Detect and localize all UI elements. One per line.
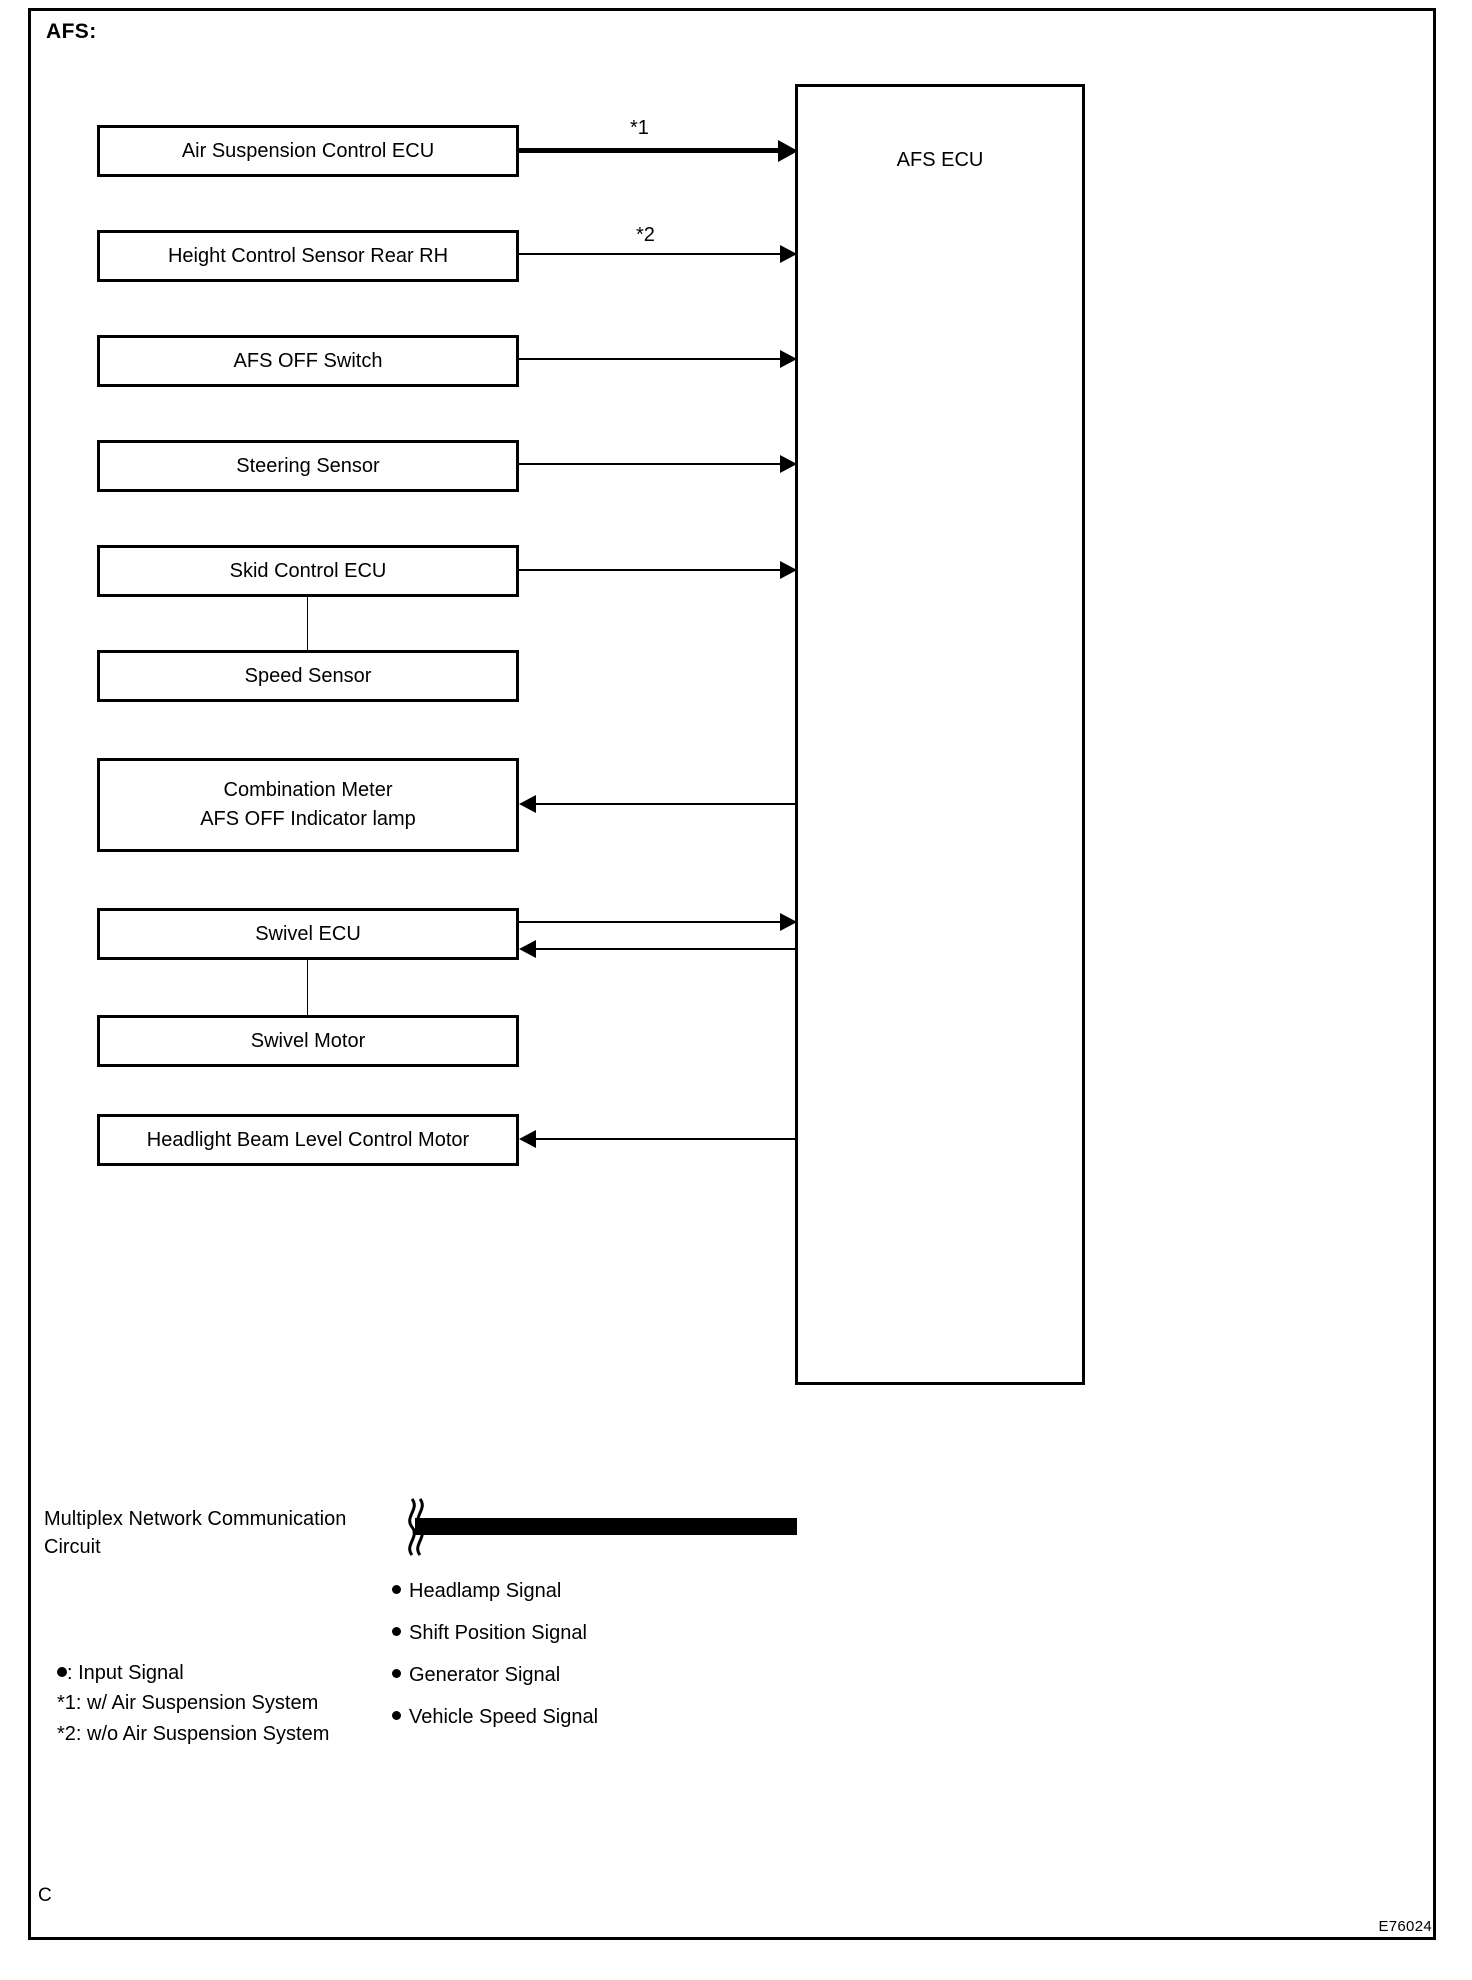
component-box-label: Combination Meter AFS OFF Indicator lamp <box>200 779 416 830</box>
input-signal-dot-icon <box>392 1585 401 1595</box>
component-box-label: Speed Sensor <box>244 664 372 687</box>
component-box: Swivel Motor <box>97 1015 519 1067</box>
component-box-label: Headlight Beam Level Control Motor <box>146 1128 470 1151</box>
arrowhead-ecu-to-headlight-motor <box>519 1130 536 1148</box>
arrowhead-swivel-ecu-to-afs-ecu <box>780 913 797 931</box>
bus-break-symbol <box>408 1498 424 1556</box>
wire-height-sensor-to-ecu <box>519 253 783 255</box>
multiplex-signal-item: Vehicle Speed Signal <box>392 1706 598 1729</box>
arrowhead-steering-sensor-to-ecu <box>780 455 797 473</box>
component-box: Combination Meter AFS OFF Indicator lamp <box>97 758 519 852</box>
input-signal-dot-icon <box>392 1711 401 1721</box>
footnote-marker-2: *2 <box>636 224 655 246</box>
multiplex-signal-label: Generator Signal <box>409 1664 561 1686</box>
legend-note-1: *1: w/ Air Suspension System <box>57 1692 319 1715</box>
input-signal-dot-icon <box>392 1627 401 1637</box>
wire-steering-sensor-to-ecu <box>519 463 783 465</box>
arrowhead-afs-ecu-to-swivel-ecu <box>519 940 536 958</box>
component-box: Speed Sensor <box>97 650 519 702</box>
wire-ecu-to-headlight-motor <box>524 1138 796 1140</box>
multiplex-signal-item: Shift Position Signal <box>392 1622 587 1645</box>
input-signal-dot-icon <box>392 1669 401 1679</box>
wire-ecu-to-combination-meter <box>524 803 796 805</box>
legend-block: : Input Signal *1: w/ Air Suspension Sys… <box>57 1658 329 1749</box>
component-box: Air Suspension Control ECU <box>97 125 519 177</box>
page-border <box>28 8 1436 1940</box>
arrowhead-skid-control-to-ecu <box>780 561 797 579</box>
multiplex-signal-item: Generator Signal <box>392 1664 560 1687</box>
component-box-label: AFS OFF Switch <box>233 349 383 372</box>
multiplex-bus-bar <box>415 1518 797 1535</box>
document-code: E76024 <box>1378 1918 1432 1935</box>
arrowhead-afs-off-switch-to-ecu <box>780 350 797 368</box>
page-title: AFS: <box>46 20 97 43</box>
afs-ecu-box: AFS ECU <box>795 84 1085 1385</box>
footnote-marker-1: *1 <box>630 117 649 139</box>
corner-mark: C <box>38 1885 52 1906</box>
multiplex-signal-label: Shift Position Signal <box>409 1622 587 1644</box>
legend-input-signal: : Input Signal <box>57 1658 329 1688</box>
component-box: Swivel ECU <box>97 908 519 960</box>
component-box-label: Swivel ECU <box>255 922 361 945</box>
afs-ecu-label: AFS ECU <box>896 149 984 171</box>
component-box-label: Air Suspension Control ECU <box>181 139 435 162</box>
multiplex-signal-item: Headlamp Signal <box>392 1580 561 1603</box>
component-box: Height Control Sensor Rear RH <box>97 230 519 282</box>
wire-skid-control-to-speed-sensor <box>307 597 308 650</box>
component-box-label: Swivel Motor <box>250 1029 366 1052</box>
multiplex-signal-label: Headlamp Signal <box>409 1580 562 1602</box>
multiplex-signal-label: Vehicle Speed Signal <box>409 1706 599 1728</box>
arrowhead-height-sensor-to-ecu <box>780 245 797 263</box>
legend-input-signal-text: : Input Signal <box>67 1662 184 1684</box>
input-signal-dot-icon <box>57 1666 67 1677</box>
component-box-label: Skid Control ECU <box>229 559 387 582</box>
wire-swivel-ecu-to-swivel-motor <box>307 960 308 1015</box>
component-box-label: Height Control Sensor Rear RH <box>167 244 449 267</box>
component-box: Skid Control ECU <box>97 545 519 597</box>
arrowhead-ecu-to-combination-meter <box>519 795 536 813</box>
wire-skid-control-to-ecu <box>519 569 783 571</box>
component-box: Steering Sensor <box>97 440 519 492</box>
component-box: Headlight Beam Level Control Motor <box>97 1114 519 1166</box>
component-box-label: Steering Sensor <box>236 454 380 477</box>
legend-note-2: *2: w/o Air Suspension System <box>57 1722 330 1745</box>
component-box: AFS OFF Switch <box>97 335 519 387</box>
multiplex-network-label: Multiplex Network Communication Circuit <box>44 1508 347 1559</box>
wire-afs-off-switch-to-ecu <box>519 358 783 360</box>
wire-air-suspension-to-ecu <box>519 148 781 153</box>
arrowhead-air-suspension-to-ecu <box>778 140 798 162</box>
wire-swivel-ecu-to-afs-ecu <box>519 921 783 923</box>
wire-afs-ecu-to-swivel-ecu <box>524 948 796 950</box>
